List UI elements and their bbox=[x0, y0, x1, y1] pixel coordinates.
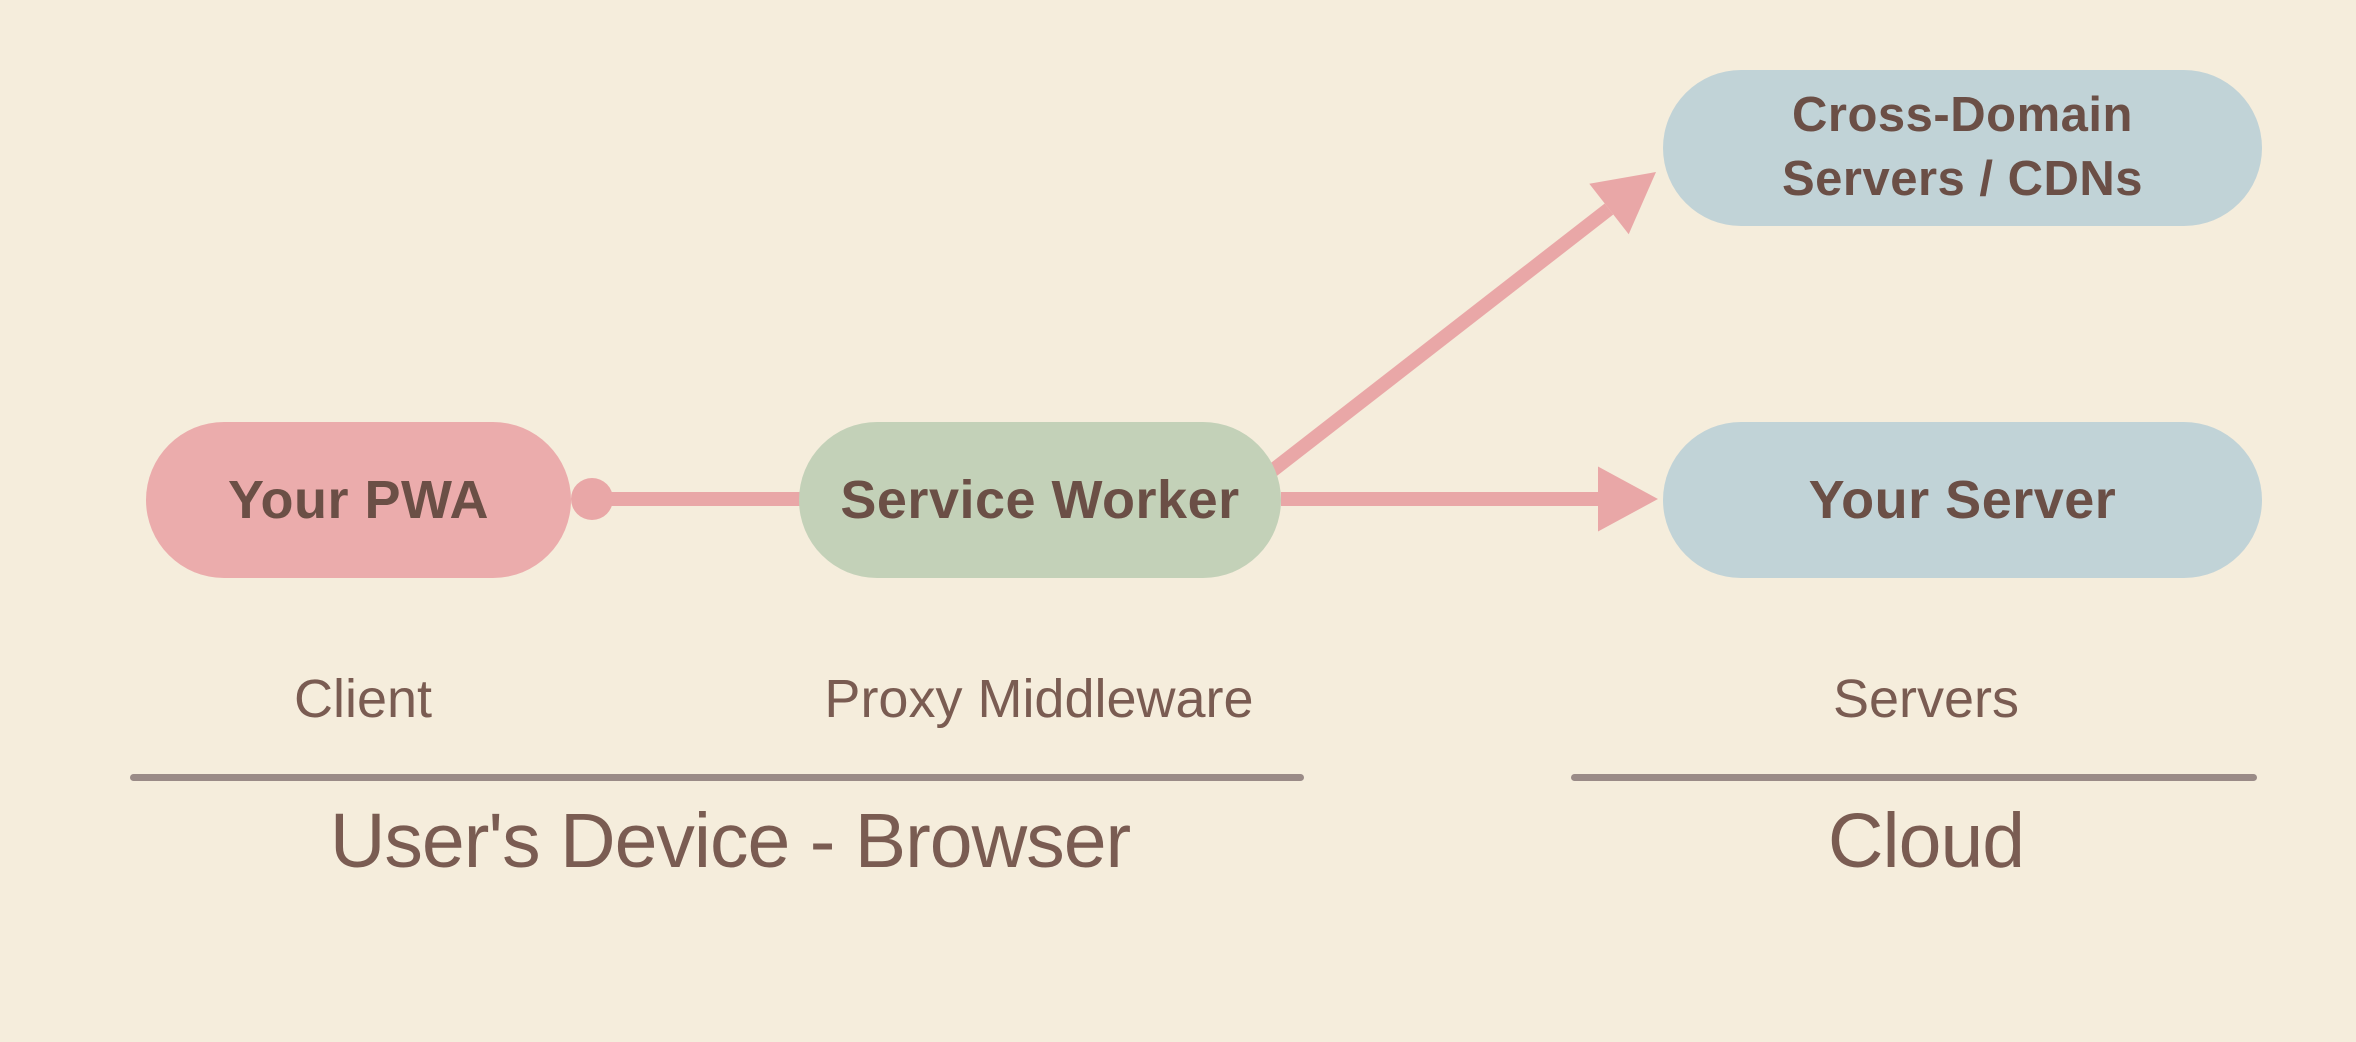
group-label-proxy-middleware: Proxy Middleware bbox=[824, 669, 1254, 729]
device-group-divider bbox=[130, 774, 1304, 781]
connector-dot-icon bbox=[571, 478, 613, 520]
arrowhead-icon bbox=[1589, 172, 1656, 235]
node-cross-domain-label-line2: Servers / CDNs bbox=[1781, 152, 2144, 206]
node-service-worker-label: Service Worker bbox=[840, 470, 1240, 530]
node-your-server: Your Server bbox=[1663, 422, 2262, 578]
service-worker-to-cross-domain-arrow bbox=[1263, 172, 1656, 480]
cloud-group-divider bbox=[1571, 774, 2257, 781]
group-label-client: Client bbox=[293, 669, 433, 729]
node-your-server-label: Your Server bbox=[1808, 470, 2117, 530]
node-cross-domain-servers: Cross-Domain Servers / CDNs bbox=[1663, 70, 2262, 226]
arrow-shaft bbox=[1263, 203, 1614, 480]
caption-users-device-browser: User's Device - Browser bbox=[329, 798, 1131, 884]
node-cross-domain-label-line1: Cross-Domain bbox=[1792, 88, 2133, 143]
node-your-pwa-label: Your PWA bbox=[227, 470, 489, 530]
service-worker-to-your-server-arrow bbox=[1281, 466, 1658, 532]
group-label-servers: Servers bbox=[1832, 669, 2020, 729]
pwa-to-service-worker-connector bbox=[571, 478, 801, 520]
node-your-pwa: Your PWA bbox=[146, 422, 571, 578]
node-service-worker: Service Worker bbox=[799, 422, 1281, 578]
caption-cloud: Cloud bbox=[1827, 798, 2025, 884]
arrowhead-icon bbox=[1598, 466, 1658, 532]
